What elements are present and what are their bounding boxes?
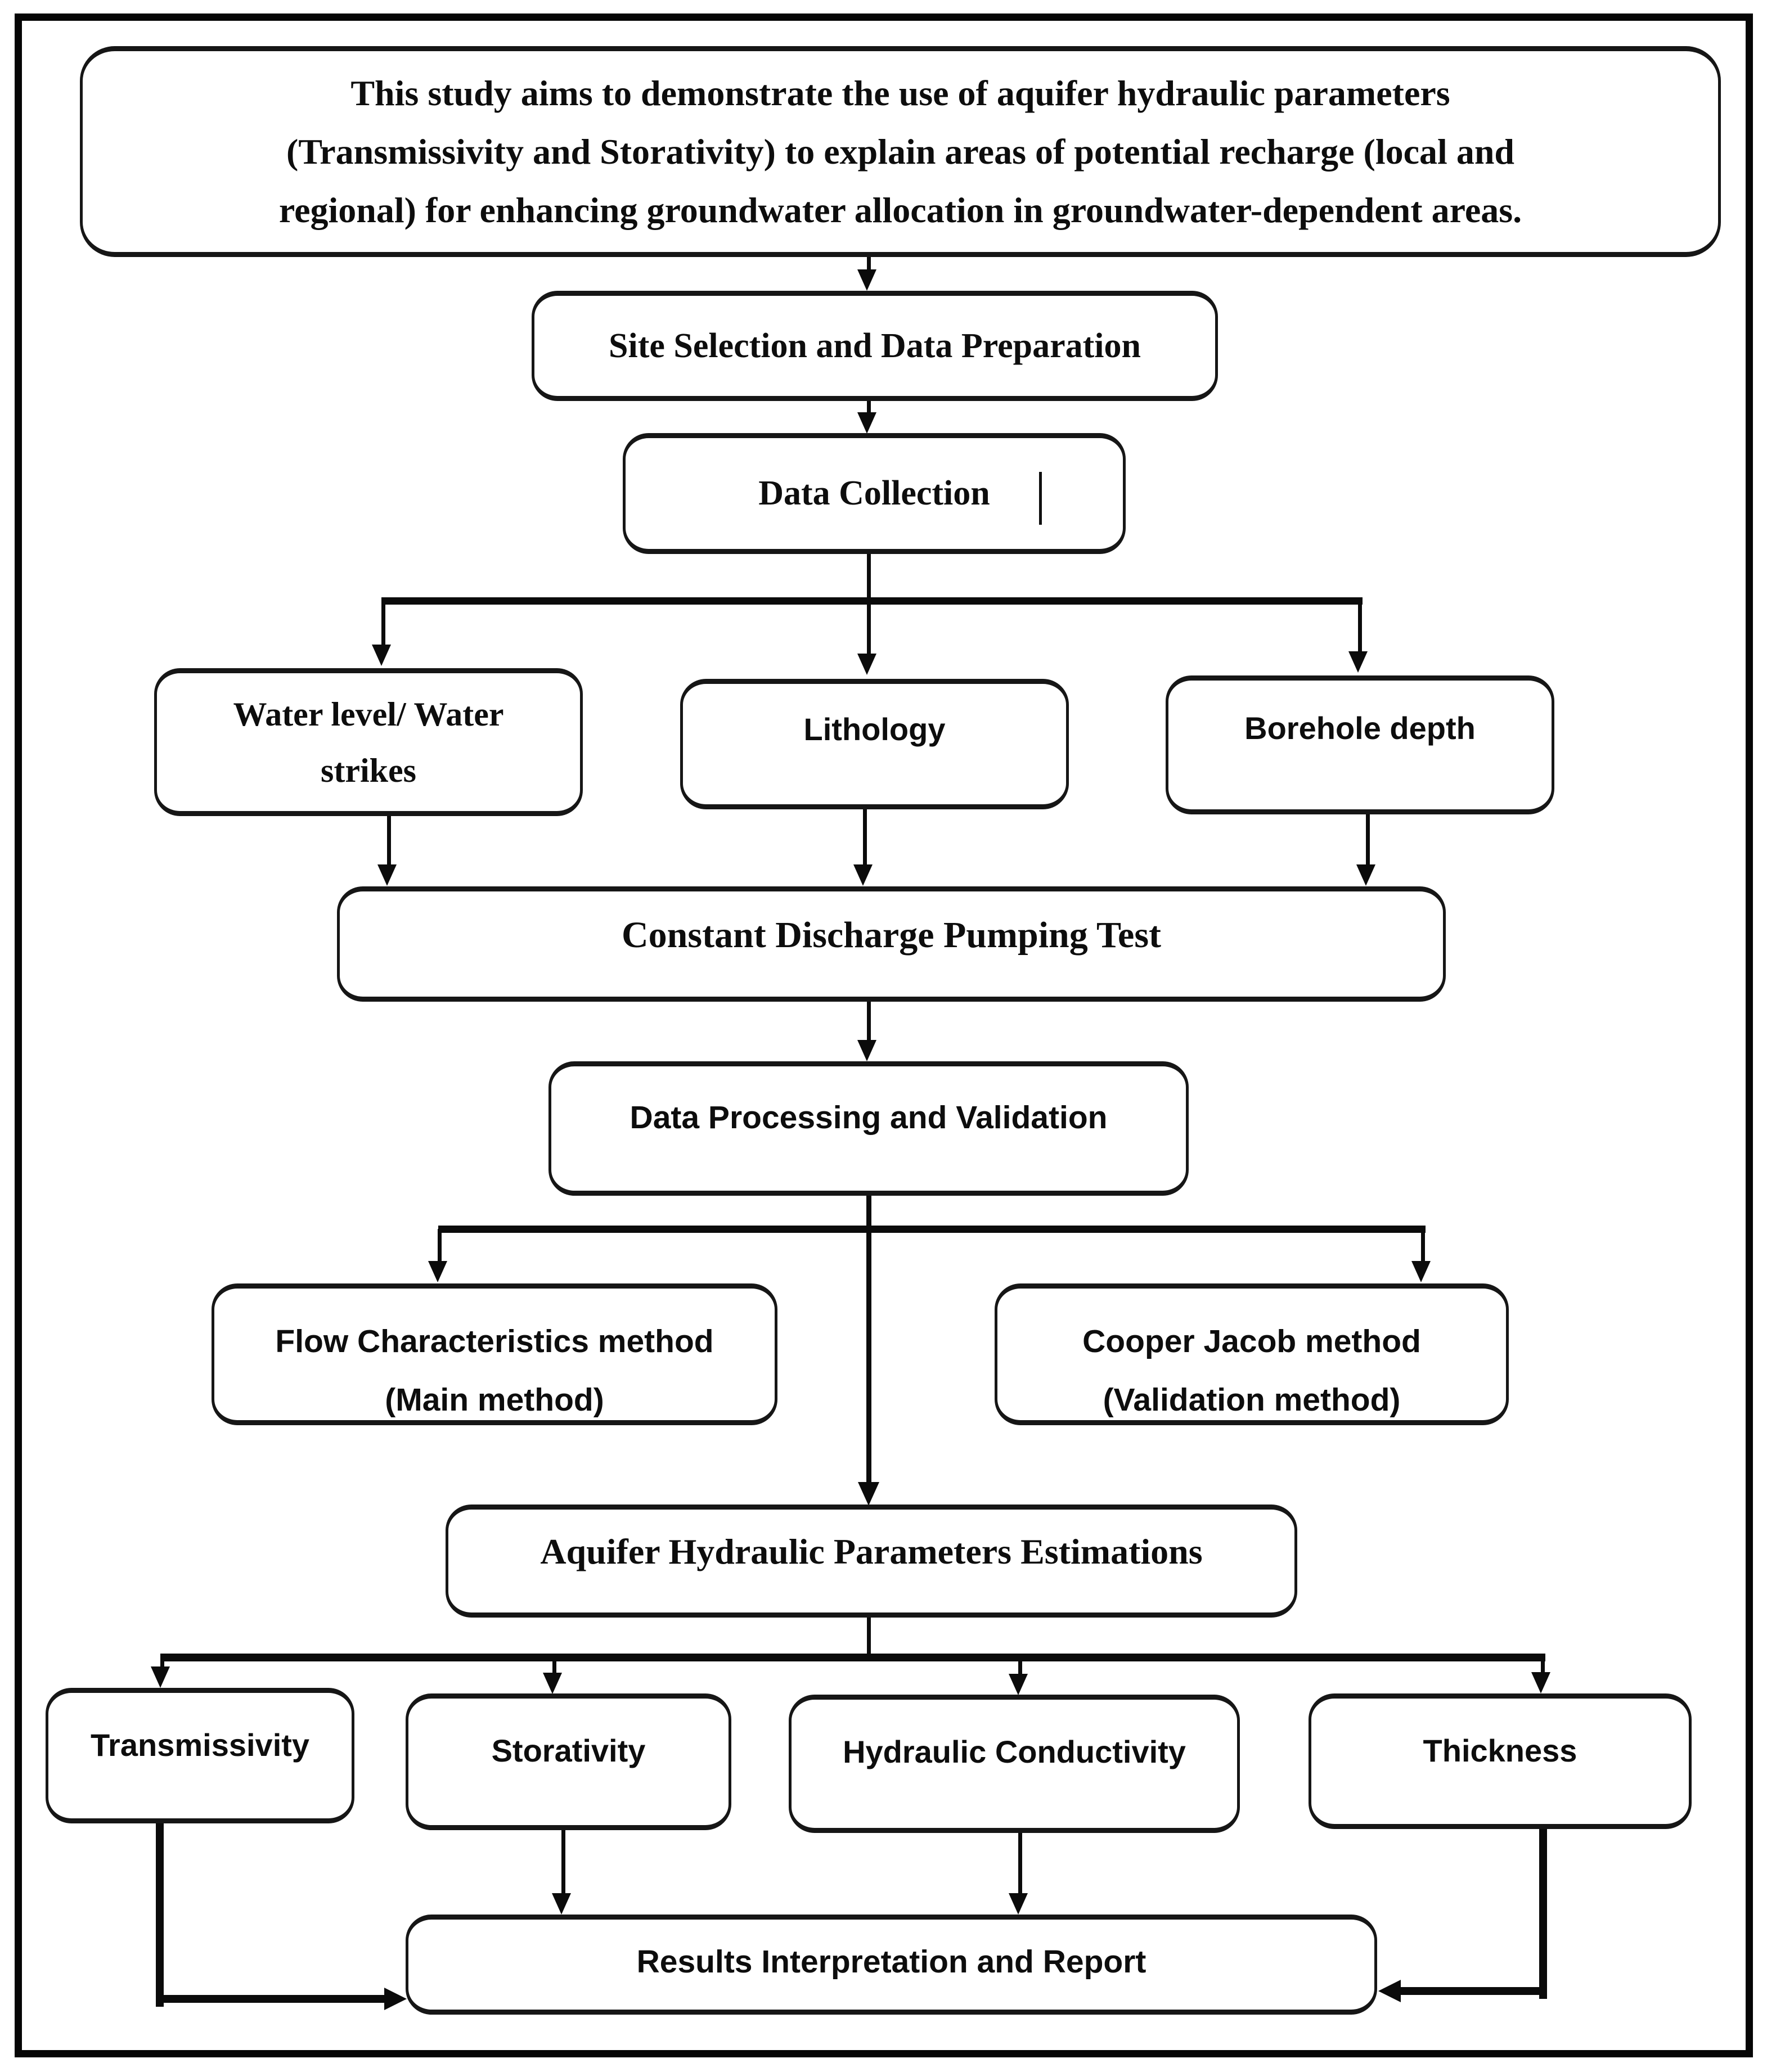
node-data-processing: Data Processing and Validation [548,1061,1189,1196]
connector-branch3-d3 [1018,1657,1022,1676]
constant-discharge-label: Constant Discharge Pumping Test [622,915,1161,956]
connector-thickness-down [1539,1829,1547,1999]
arrowhead-storativity-results [552,1893,571,1915]
arrowhead-water-level [372,645,391,666]
results-label: Results Interpretation and Report [636,1944,1146,1980]
arrowhead-estimations [858,1482,879,1506]
text-cursor [1039,472,1042,525]
node-site-selection: Site Selection and Data Preparation [532,291,1218,401]
connector-branch1-bar [381,597,1363,605]
node-storativity: Storativity [406,1693,731,1830]
connector-branch2-bar [438,1226,1426,1233]
node-study-aim: This study aims to demonstrate the use o… [80,46,1721,257]
connector-aim-site [867,257,871,272]
connector-branch1-left [381,601,385,647]
arrowhead-transmissivity-results [384,1988,407,2010]
arrowhead-site-data [857,412,876,434]
data-collection-label: Data Collection [758,474,990,512]
arrowhead-aim-site [857,269,876,291]
connector-hydraulic-results [1018,1833,1022,1895]
connector-thickness-across [1401,1987,1547,1995]
node-hydraulic-conductivity: Hydraulic Conductivity [789,1695,1240,1833]
connector-data-stem [867,554,871,602]
lithology-label: Lithology [803,711,946,747]
connector-water-constant [387,816,391,866]
connector-branch3-d2 [552,1657,556,1675]
site-selection-label: Site Selection and Data Preparation [608,326,1141,365]
connector-branch2-left [438,1229,442,1263]
node-constant-discharge: Constant Discharge Pumping Test [337,886,1446,1002]
node-lithology: Lithology [680,679,1069,809]
flow-characteristics-line1: Flow Characteristics method [275,1323,714,1359]
data-processing-label: Data Processing and Validation [630,1100,1108,1136]
outer-frame [15,13,1753,2057]
arrowhead-borehole-constant [1356,864,1375,886]
node-water-level: Water level/ Water strikes [154,668,583,816]
arrowhead-water-constant [377,864,397,886]
connector-storativity-results [561,1830,565,1895]
water-level-line1: Water level/ Water [233,695,504,733]
cooper-jacob-line2: (Validation method) [1103,1382,1401,1418]
connector-transmissivity-down [156,1823,164,2007]
arrowhead-constant-processing [857,1040,876,1061]
node-data-collection: Data Collection [623,433,1126,554]
study-aim-line1: This study aims to demonstrate the use o… [350,73,1450,113]
node-transmissivity: Transmissivity [46,1688,354,1823]
connector-branch3-d1 [160,1657,164,1669]
arrowhead-lithology [857,654,876,675]
node-flow-characteristics: Flow Characteristics method (Main method… [212,1283,777,1425]
aquifer-params-label: Aquifer Hydraulic Parameters Estimations [540,1532,1203,1571]
node-aquifer-params: Aquifer Hydraulic Parameters Estimations [446,1505,1297,1618]
storativity-label: Storativity [491,1733,646,1768]
arrowhead-transmissivity [151,1666,170,1688]
arrowhead-hydraulic [1009,1674,1028,1695]
arrowhead-hydraulic-results [1009,1893,1028,1915]
arrowhead-storativity [543,1673,562,1694]
connector-borehole-constant [1366,814,1370,866]
node-cooper-jacob: Cooper Jacob method (Validation method) [995,1283,1509,1425]
connector-branch2-right [1421,1229,1425,1263]
connector-processing-estimations [866,1196,871,1485]
arrowhead-cooper-method [1411,1261,1431,1282]
connector-branch1-mid [867,601,871,656]
arrowhead-borehole [1348,651,1368,673]
node-thickness: Thickness [1309,1693,1692,1829]
connector-estimations-stem [867,1618,871,1657]
thickness-label: Thickness [1423,1733,1577,1768]
connector-branch3-d4 [1541,1657,1545,1674]
connector-branch3-bar [160,1654,1545,1661]
flow-characteristics-line2: (Main method) [385,1382,604,1418]
arrowhead-flow-method [428,1261,447,1282]
node-borehole-depth: Borehole depth [1166,675,1554,814]
study-aim-line2: (Transmissivity and Storativity) to expl… [286,131,1514,172]
arrowhead-thickness-results [1378,1980,1401,2002]
connector-site-data [867,401,871,415]
study-aim-line3: regional) for enhancing groundwater allo… [278,190,1522,230]
water-level-line2: strikes [321,751,416,789]
connector-constant-processing [867,1002,871,1042]
borehole-depth-label: Borehole depth [1244,710,1476,746]
arrowhead-lithology-constant [853,864,873,886]
cooper-jacob-line1: Cooper Jacob method [1082,1323,1421,1359]
hydraulic-conductivity-label: Hydraulic Conductivity [843,1734,1186,1769]
transmissivity-label: Transmissivity [90,1727,310,1763]
node-results: Results Interpretation and Report [406,1915,1377,2015]
arrowhead-thickness [1531,1672,1550,1693]
connector-branch1-right [1358,601,1362,654]
connector-transmissivity-across [156,1995,384,2003]
connector-lithology-constant [863,809,867,866]
